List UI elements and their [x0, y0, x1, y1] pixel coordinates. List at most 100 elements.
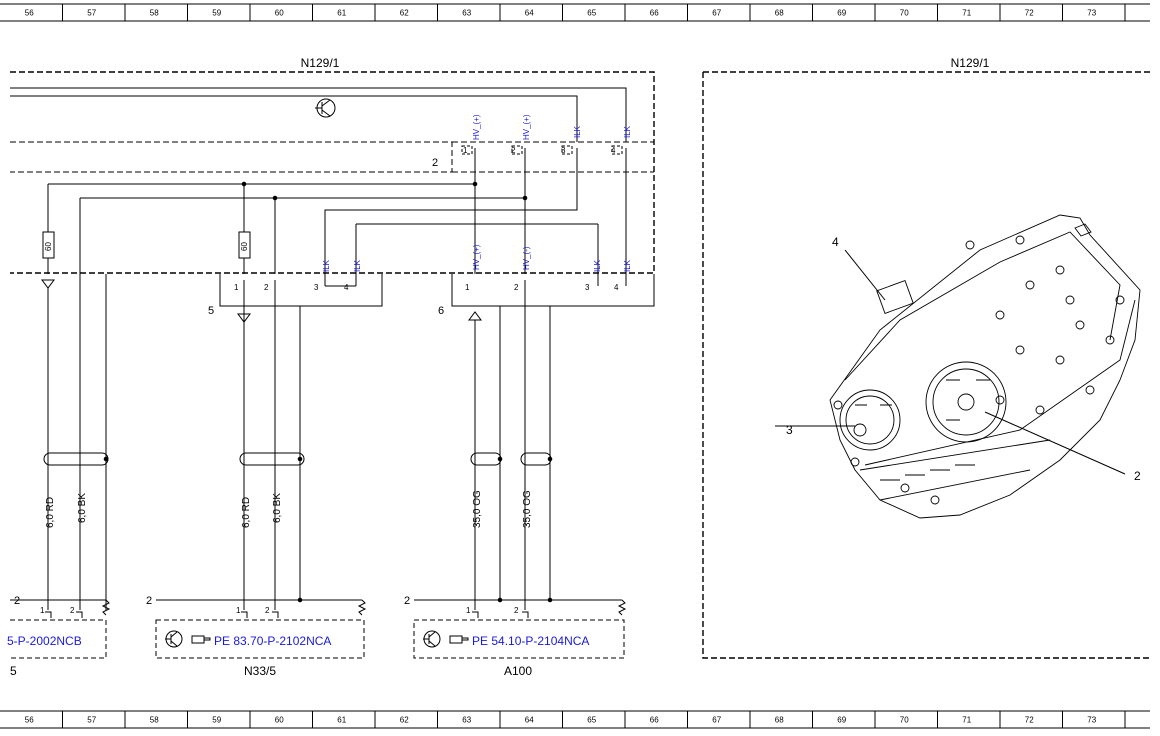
- ruler-label: 68: [775, 9, 784, 18]
- ruler-label: 65: [587, 9, 596, 18]
- ruler-label: 66: [650, 9, 659, 18]
- comp2-pin-2: 2: [265, 606, 270, 615]
- conn6-signal-2: HV_(-): [522, 246, 531, 270]
- comp3-name: A100: [504, 664, 532, 678]
- ruler-label: 60: [275, 716, 284, 725]
- top-signal-1: HV_(+): [472, 114, 481, 140]
- comp1-connector: 2: [14, 595, 20, 607]
- ruler-label: 57: [87, 716, 96, 725]
- comp3-connector: 2: [404, 595, 410, 607]
- left-panel: [10, 71, 655, 659]
- ruler-label: 73: [1087, 716, 1096, 725]
- transistor-icon[interactable]: [165, 630, 183, 648]
- comp3-ref: PE 54.10-P-2104NCA: [472, 634, 589, 648]
- ruler-label: 56: [25, 716, 34, 725]
- conn6-pin-2: 2: [514, 283, 519, 292]
- comp1-pin-2: 2: [70, 606, 75, 615]
- comp1-ref: 5-P-2002NCB: [7, 634, 82, 648]
- conn5-pin-2: 2: [264, 283, 269, 292]
- ruler-label: 63: [462, 9, 471, 18]
- wire-label-4: 6,0 BK: [272, 493, 283, 523]
- conn6-signal-4: ILK: [623, 259, 632, 272]
- ruler-label: 72: [1025, 716, 1034, 725]
- right-panel: [702, 71, 1150, 659]
- ruler-label: 72: [1025, 9, 1034, 18]
- wire-label-6: 35,0 OG: [522, 490, 533, 528]
- conn5-pin-3: 3: [314, 283, 319, 292]
- ruler-label: 65: [587, 716, 596, 725]
- hand-pointer-icon[interactable]: [449, 635, 469, 644]
- left-fuse-label: 60: [44, 242, 53, 251]
- ruler-frame: [0, 3, 1150, 22]
- ruler-label: 58: [150, 716, 159, 725]
- top-pin-3: 3: [561, 146, 566, 155]
- ruler-label: 62: [400, 716, 409, 725]
- top-pin-4: 4: [611, 146, 616, 155]
- top-signal-2: HV_(+): [522, 114, 531, 140]
- ruler-label: 69: [837, 716, 846, 725]
- ruler-label: 71: [962, 716, 971, 725]
- ruler-label: 70: [900, 9, 909, 18]
- hand-pointer-icon[interactable]: [191, 635, 211, 644]
- wire-label-3: 6,0 RD: [241, 497, 252, 528]
- component-illustration: [829, 214, 1141, 519]
- ruler-label: 61: [337, 9, 346, 18]
- callout-4: 4: [832, 235, 839, 249]
- wire-label-1: 6,0 RD: [45, 497, 56, 528]
- column-ruler-bottom: 56 57 58 59 60 61 62 63 64 65 66 67 68 69 70 71 72 73: [0, 710, 1150, 729]
- ruler-label: 67: [712, 716, 721, 725]
- top-connector-label: 2: [432, 157, 438, 169]
- conn6-signal-1: HV_(+): [472, 244, 481, 270]
- ruler-label: 62: [400, 9, 409, 18]
- ruler-label: 56: [25, 9, 34, 18]
- ruler-label: 61: [337, 716, 346, 725]
- comp3-pin-1: 1: [466, 606, 471, 615]
- ruler-frame: [0, 710, 1150, 729]
- conn5-signal-4: ILK: [353, 259, 362, 272]
- conn5-fuse-label: 60: [240, 242, 249, 251]
- ruler-label: 71: [962, 9, 971, 18]
- comp3-pin-2: 2: [514, 606, 519, 615]
- comp1-pin-1: 1: [40, 606, 45, 615]
- top-signal-4: ILK: [623, 125, 632, 138]
- conn6-pin-4: 4: [614, 283, 619, 292]
- callout-2: 2: [1134, 469, 1141, 483]
- top-connector: [461, 145, 623, 155]
- ruler-label: 69: [837, 9, 846, 18]
- conn5-pin-1: 1: [234, 283, 239, 292]
- connector-5-label: 5: [208, 305, 214, 317]
- top-pin-2: 2: [511, 146, 516, 155]
- ruler-label: 59: [212, 716, 221, 725]
- labels: N129/1 N129/1 2 1 2 3 4 HV_(+) HV_(+) IL…: [7, 56, 1141, 678]
- ruler-label: 67: [712, 9, 721, 18]
- wire-label-2: 6,0 BK: [77, 493, 88, 523]
- comp2-connector: 2: [146, 595, 152, 607]
- right-panel-title: N129/1: [951, 56, 990, 70]
- ruler-label: 57: [87, 9, 96, 18]
- comp2-ref: PE 83.70-P-2102NCA: [214, 634, 331, 648]
- transistor-icon[interactable]: [423, 630, 441, 648]
- top-signal-3: ILK: [573, 125, 582, 138]
- ruler-label: 66: [650, 716, 659, 725]
- comp2-pin-1: 1: [236, 606, 241, 615]
- comp2-name: N33/5: [244, 664, 276, 678]
- conn6-pin-1: 1: [465, 283, 470, 292]
- left-panel-title: N129/1: [301, 56, 340, 70]
- conn5-signal-3: ILK: [322, 259, 331, 272]
- ruler-label: 73: [1087, 9, 1096, 18]
- ruler-label: 58: [150, 9, 159, 18]
- ruler-label: 60: [275, 9, 284, 18]
- ruler-label: 63: [462, 716, 471, 725]
- conn6-signal-3: ILK: [593, 259, 602, 272]
- ruler-label: 68: [775, 716, 784, 725]
- transistor-icon: [315, 98, 336, 118]
- wire-label-5: 35,0 OG: [472, 490, 483, 528]
- ruler-label: 64: [525, 716, 534, 725]
- top-pin-1: 1: [463, 146, 468, 155]
- conn5-pin-4: 4: [344, 283, 349, 292]
- conn6-pin-3: 3: [585, 283, 590, 292]
- ruler-label: 59: [212, 9, 221, 18]
- ruler-label: 70: [900, 716, 909, 725]
